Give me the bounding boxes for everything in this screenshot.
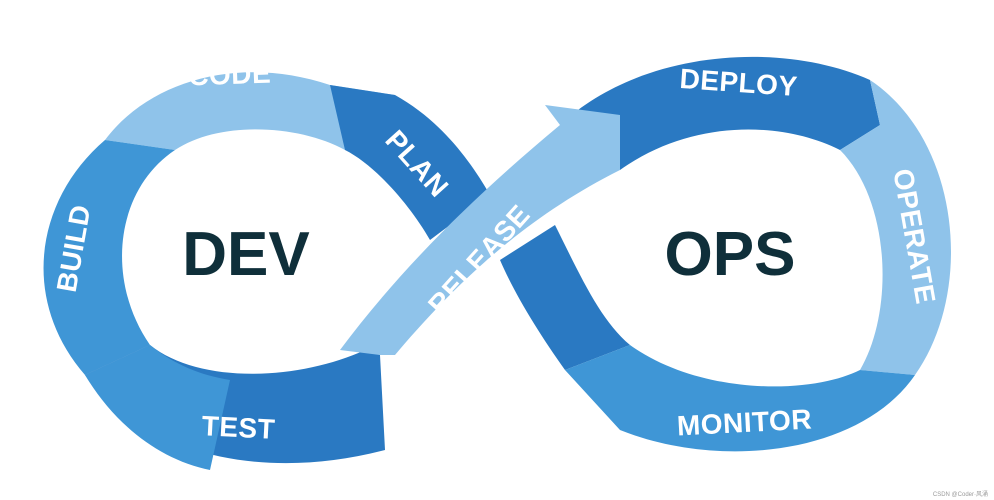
center-label-ops: OPS [665,220,796,289]
stage-label-test: TEST [201,410,276,445]
segment-test-band [85,345,230,470]
watermark: CSDN @Coder·风涌 [933,490,988,498]
stage-label-code: CODE [188,58,272,92]
segment-build [43,140,176,375]
stage-label-monitor: MONITOR [676,403,813,441]
segment-code [105,72,395,150]
segment-plan [330,85,490,240]
segment-operate [840,80,951,375]
segment-release [340,105,620,355]
segment-cross-dark [500,225,630,370]
segment-deploy [560,56,880,170]
segment-monitor [565,345,915,452]
center-label-dev: DEV [182,220,309,289]
